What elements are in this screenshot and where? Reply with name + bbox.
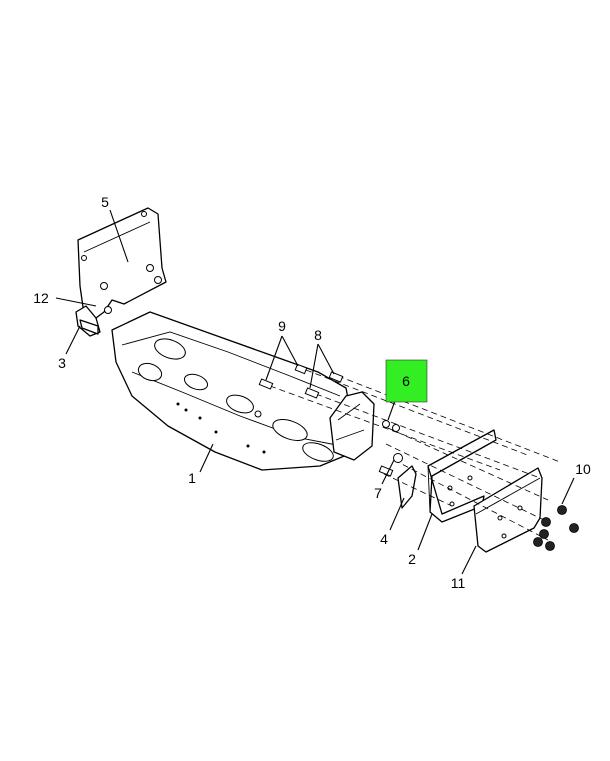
bolt-part-9[interactable] <box>258 363 308 390</box>
callout-label-4[interactable]: 4 <box>380 531 388 547</box>
callout-label-7[interactable]: 7 <box>374 485 382 501</box>
washer-part-7[interactable] <box>378 453 403 477</box>
callout-label-12[interactable]: 12 <box>33 290 49 306</box>
nut-part-10[interactable] <box>533 505 579 551</box>
highlight-box <box>385 359 428 403</box>
callout-label-5[interactable]: 5 <box>101 194 109 210</box>
callout-label-8[interactable]: 8 <box>314 327 322 343</box>
callout-label-9[interactable]: 9 <box>278 318 286 334</box>
assembly-lines <box>269 369 561 541</box>
bolt-part-8[interactable] <box>304 371 344 399</box>
crossmember-part-1[interactable] <box>111 311 355 471</box>
callout-label-6: 6 <box>402 373 410 389</box>
lower-plate-part-3[interactable] <box>79 319 99 335</box>
callout-label-10[interactable]: 10 <box>575 461 591 477</box>
callout-label-2[interactable]: 2 <box>408 551 416 567</box>
washer-part-6[interactable] <box>382 420 400 432</box>
callout-label-3[interactable]: 3 <box>58 355 66 371</box>
callout-label-1[interactable]: 1 <box>188 470 196 486</box>
bracket-part-4[interactable] <box>329 391 417 509</box>
callout-label-11[interactable]: 11 <box>451 575 466 591</box>
highlighted-callout-6[interactable]: 6 <box>385 359 428 403</box>
outer-plate-part-11[interactable] <box>473 467 543 553</box>
upper-mount-bracket-part-5[interactable] <box>77 207 167 319</box>
